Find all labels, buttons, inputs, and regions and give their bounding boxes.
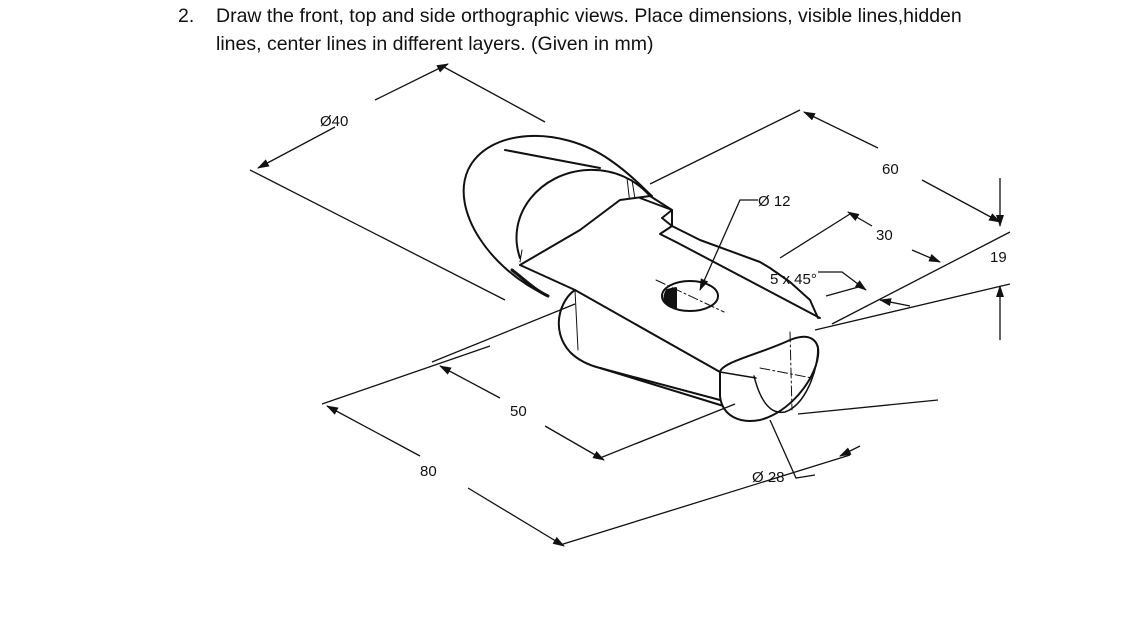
large-cylinder-top-edge <box>504 149 601 169</box>
large-cylinder-rear-arc <box>515 168 651 259</box>
dim-50-ext-2 <box>599 403 736 459</box>
chamfer-ext <box>825 285 863 297</box>
arm-top-edge <box>675 241 821 319</box>
dia-28-arrow <box>839 445 861 457</box>
dim-50-line-b <box>544 425 605 461</box>
dimension-labels: Ø40 Ø 12 5 x 45° Ø 28 60 30 19 50 80 <box>320 113 1007 486</box>
chamfer-leader <box>818 271 867 291</box>
dim-chamfer-label: 5 x 45° <box>770 271 817 288</box>
arm-left-edge <box>519 264 576 291</box>
dim-dia-12-label: Ø 12 <box>758 193 791 210</box>
dia-28-leader <box>769 419 816 479</box>
question-line-1: Draw the front, top and side orthographi… <box>216 5 962 27</box>
dim-80-line-a <box>326 405 421 457</box>
dim-30-line-b <box>911 249 941 263</box>
arm-side-bottom <box>599 367 731 409</box>
large-cylinder-front-face <box>462 135 653 297</box>
dim-60-ext-2 <box>831 231 1011 325</box>
dim-60-ext-1 <box>649 109 801 185</box>
dimension-lines <box>249 63 1011 547</box>
question-number: 2. <box>178 5 195 27</box>
dim-40-line-a <box>257 126 336 169</box>
dim-50-ext-1 <box>431 303 576 363</box>
large-cylinder-bottom-shade <box>510 268 550 298</box>
dim-40-line-b <box>374 63 449 101</box>
hole-center-line <box>655 279 725 313</box>
dim-60-line-a <box>803 111 879 149</box>
dim-30-ext <box>779 213 851 259</box>
dim-80-line-b <box>467 487 565 547</box>
question-text: Draw the front, top and side orthographi… <box>216 2 1066 58</box>
end-center-horizontal <box>759 367 813 379</box>
dia-28-ext <box>797 399 939 415</box>
dim-dia-28-label: Ø 28 <box>752 469 785 486</box>
dim-40-ext-1 <box>249 169 506 301</box>
cylinder-shade-3 <box>519 249 523 263</box>
step-notch <box>639 197 677 243</box>
end-inner-arc <box>753 345 819 414</box>
part-body <box>462 135 821 422</box>
hole-shadow <box>663 287 677 309</box>
dim-19-ext-1 <box>814 283 1011 331</box>
arm-side-face <box>557 289 721 401</box>
dim-40-ext-2 <box>441 65 546 123</box>
dim-50-line-a <box>439 365 501 399</box>
dia-12-leader <box>699 199 758 291</box>
dim-50-label: 50 <box>510 403 527 420</box>
dim-dia-40-label: Ø40 <box>320 113 348 130</box>
dim-80-ext-1 <box>321 345 491 405</box>
dim-60-line-b <box>921 179 1001 223</box>
chamfer-arrow <box>879 298 911 307</box>
dim-80-label: 80 <box>420 463 437 480</box>
dim-30-label: 30 <box>876 227 893 244</box>
end-center-vertical <box>789 331 793 411</box>
dim-60-label: 60 <box>882 161 899 178</box>
question-line-2: lines, center lines in different layers.… <box>216 33 654 55</box>
end-chamfer-line <box>719 371 757 379</box>
dim-30-line-a <box>847 211 873 227</box>
arm-vertical-left <box>574 289 579 351</box>
dim-80-ext-2 <box>559 454 851 546</box>
dim-19-label: 19 <box>990 249 1007 266</box>
